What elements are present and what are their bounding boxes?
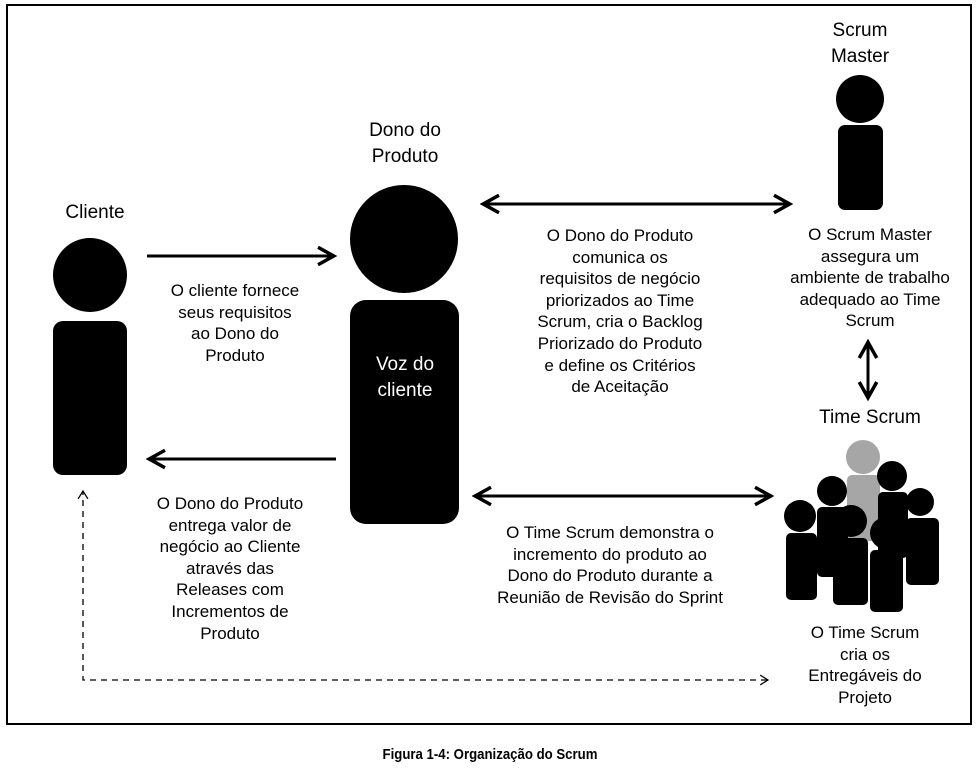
label-time-scrum: Time Scrum — [819, 407, 921, 428]
label-dono-produto: Dono do Produto — [369, 120, 441, 167]
dashed-arrow-entregaveis — [77, 489, 770, 686]
label-voz-do-cliente: Voz do cliente — [375, 354, 435, 401]
text-scrum-master-assegura: O Scrum Master assegura um ambiente de t… — [790, 225, 950, 331]
dono-figure — [350, 185, 459, 524]
label-scrum-master: Scrum Master — [830, 20, 890, 67]
time-scrum-figure — [784, 440, 939, 612]
label-cliente: Cliente — [65, 202, 125, 223]
text-cliente-fornece: O cliente fornece seus requisitos ao Don… — [170, 281, 300, 365]
text-dono-entrega: O Dono do Produto entrega valor de negóc… — [156, 494, 304, 643]
figure-caption: Figura 1-4: Organização do Scrum — [382, 746, 598, 763]
cliente-figure — [53, 238, 127, 475]
diagram-frame — [6, 4, 972, 725]
scrum-master-figure — [836, 75, 884, 210]
text-time-demonstra: O Time Scrum demonstra o incremento do p… — [497, 523, 723, 607]
text-time-cria: O Time Scrum cria os Entregáveis do Proj… — [808, 623, 922, 707]
text-dono-comunica: O Dono do Produto comunica os requisitos… — [537, 226, 703, 397]
